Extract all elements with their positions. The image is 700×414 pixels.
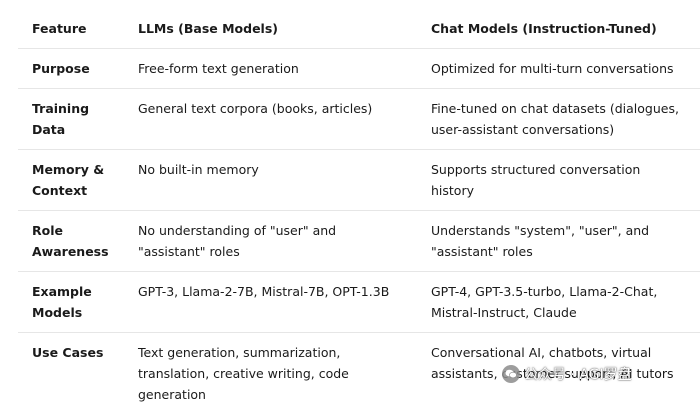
row-feature: Purpose	[18, 49, 124, 89]
row-llm-value: GPT-3, Llama-2-7B, Mistral-7B, OPT-1.3B	[124, 272, 417, 333]
row-chat-value: Understands "system", "user", and "assis…	[417, 211, 700, 272]
table-header-row: Feature LLMs (Base Models) Chat Models (…	[18, 8, 700, 49]
row-chat-value: Supports structured conversation history	[417, 150, 700, 211]
row-chat-value: Fine-tuned on chat datasets (dialogues, …	[417, 89, 700, 150]
table-row: Purpose Free-form text generation Optimi…	[18, 49, 700, 89]
table-row: Example Models GPT-3, Llama-2-7B, Mistra…	[18, 272, 700, 333]
row-llm-value: Free-form text generation	[124, 49, 417, 89]
row-llm-value: General text corpora (books, articles)	[124, 89, 417, 150]
watermark-text: 公众号 · AGI罗盘	[524, 364, 632, 384]
table-row: Memory & Context No built-in memory Supp…	[18, 150, 700, 211]
row-chat-value: GPT-4, GPT-3.5-turbo, Llama-2-Chat, Mist…	[417, 272, 700, 333]
row-llm-value: Text generation, summarization, translat…	[124, 333, 417, 414]
table-row: Role Awareness No understanding of "user…	[18, 211, 700, 272]
row-llm-value: No built-in memory	[124, 150, 417, 211]
comparison-table: Feature LLMs (Base Models) Chat Models (…	[18, 8, 700, 414]
row-feature: Example Models	[18, 272, 124, 333]
row-feature: Role Awareness	[18, 211, 124, 272]
header-feature: Feature	[18, 8, 124, 49]
row-feature: Training Data	[18, 89, 124, 150]
watermark: 公众号 · AGI罗盘	[502, 364, 632, 384]
wechat-icon	[502, 365, 520, 383]
row-feature: Use Cases	[18, 333, 124, 414]
header-chat-models: Chat Models (Instruction-Tuned)	[417, 8, 700, 49]
table-row: Training Data General text corpora (book…	[18, 89, 700, 150]
header-llms: LLMs (Base Models)	[124, 8, 417, 49]
row-llm-value: No understanding of "user" and "assistan…	[124, 211, 417, 272]
row-feature: Memory & Context	[18, 150, 124, 211]
row-chat-value: Optimized for multi-turn conversations	[417, 49, 700, 89]
